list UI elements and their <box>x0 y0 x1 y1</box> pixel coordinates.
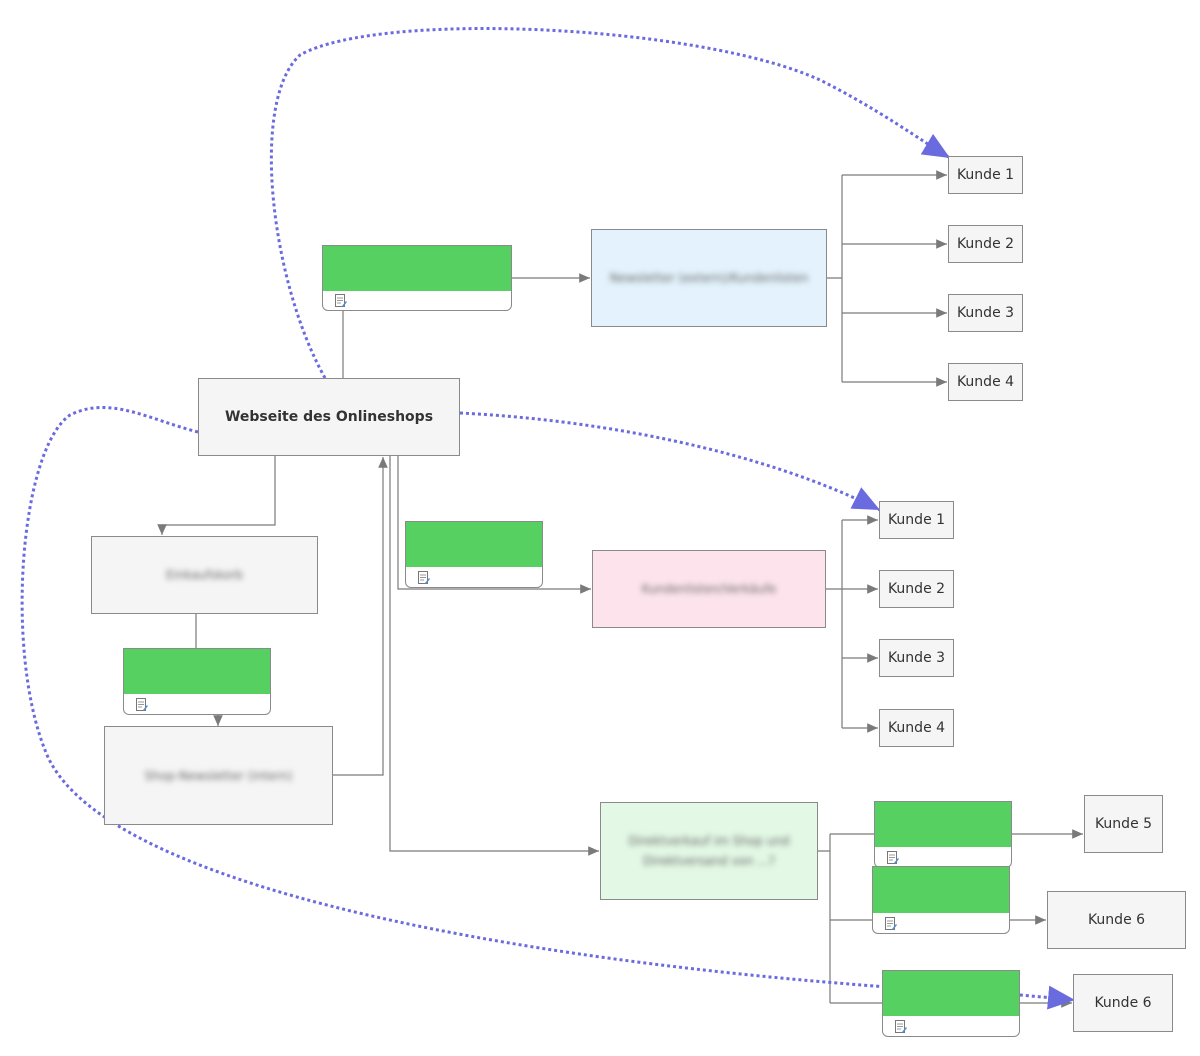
top-kunde-1-label: Kunde 1 <box>956 167 1015 183</box>
bottom-kunde-6b[interactable]: Kunde 6 <box>1073 974 1173 1032</box>
main-node[interactable]: Webseite des Onlineshops <box>198 378 460 456</box>
mid-kunde-2[interactable]: Kunde 2 <box>879 570 954 608</box>
mid-kunde-3[interactable]: Kunde 3 <box>879 639 954 677</box>
connector-bottom-fanout <box>818 834 831 1003</box>
node-shop-newsletter[interactable]: Shop-Newsletter (intern) <box>104 726 333 825</box>
top-kunde-1[interactable]: Kunde 1 <box>948 156 1023 194</box>
data-card-middle[interactable] <box>405 521 543 588</box>
node-kundenlisten-verkaeufe[interactable]: Kundenlisten/Verkäufe <box>592 550 826 628</box>
data-card-bar <box>406 522 542 567</box>
data-card-bottom-3[interactable] <box>882 970 1020 1037</box>
dotted-flow-middle <box>459 411 881 512</box>
bottom-kunde-6b-label: Kunde 6 <box>1094 995 1152 1011</box>
node-kundenlisten-verkaeufe-label: Kundenlisten/Verkäufe <box>641 582 777 596</box>
connector-middle-fanout <box>826 520 843 728</box>
document-edit-icon <box>136 698 148 711</box>
bottom-kunde-5-label: Kunde 5 <box>1094 816 1153 832</box>
document-edit-icon <box>887 851 899 864</box>
bottom-kunde-6a-label: Kunde 6 <box>1087 912 1146 928</box>
node-direktverkauf[interactable]: Direktverkauf im Shop und Direktversand … <box>600 802 818 900</box>
node-newsletter-extern-label: Newsletter (extern)/Kundenlisten <box>609 271 809 285</box>
top-kunde-4-label: Kunde 4 <box>956 374 1015 390</box>
node-shop-newsletter-label: Shop-Newsletter (intern) <box>144 768 293 783</box>
data-card-bottom-2[interactable] <box>872 866 1010 934</box>
bottom-kunde-6a[interactable]: Kunde 6 <box>1047 891 1186 949</box>
main-node-label: Webseite des Onlineshops <box>224 409 434 425</box>
mid-kunde-4[interactable]: Kunde 4 <box>879 709 954 747</box>
mid-kunde-1-label: Kunde 1 <box>887 512 946 528</box>
data-card-bar <box>124 649 270 694</box>
node-einkaufskorb-label: Einkaufskorb <box>165 568 244 582</box>
data-card-bar <box>875 802 1011 847</box>
node-newsletter-extern[interactable]: Newsletter (extern)/Kundenlisten <box>591 229 827 327</box>
data-card-bar <box>323 246 511 291</box>
data-card-bar <box>873 867 1009 913</box>
data-card-bar <box>883 971 1019 1016</box>
document-edit-icon <box>418 571 430 584</box>
top-kunde-3[interactable]: Kunde 3 <box>948 294 1023 332</box>
top-kunde-4[interactable]: Kunde 4 <box>948 363 1023 401</box>
node-direktverkauf-label: Direktverkauf im Shop und Direktversand … <box>628 834 790 868</box>
document-edit-icon <box>335 294 347 307</box>
dotted-flow-top <box>269 27 951 379</box>
mid-kunde-4-label: Kunde 4 <box>887 720 946 736</box>
document-edit-icon <box>895 1020 907 1033</box>
node-einkaufskorb[interactable]: Einkaufskorb <box>91 536 318 614</box>
connector-main-to-left <box>157 456 276 535</box>
data-card-bottom-1[interactable] <box>874 801 1012 868</box>
connector-left-back-up <box>333 457 388 776</box>
document-edit-icon <box>885 917 897 930</box>
connector-main-to-middle <box>397 456 591 594</box>
connector-main-to-bottom <box>389 456 599 856</box>
mid-kunde-1[interactable]: Kunde 1 <box>879 501 954 539</box>
connector-top-fanout <box>827 175 843 382</box>
top-kunde-2-label: Kunde 2 <box>956 236 1015 252</box>
top-kunde-3-label: Kunde 3 <box>956 305 1015 321</box>
data-card-top[interactable] <box>322 245 512 311</box>
dotted-flow-bottom <box>20 406 1076 1010</box>
mid-kunde-3-label: Kunde 3 <box>887 650 946 666</box>
mid-kunde-2-label: Kunde 2 <box>887 581 946 597</box>
top-kunde-2[interactable]: Kunde 2 <box>948 225 1023 263</box>
bottom-kunde-5[interactable]: Kunde 5 <box>1084 795 1163 853</box>
data-card-left[interactable] <box>123 648 271 715</box>
